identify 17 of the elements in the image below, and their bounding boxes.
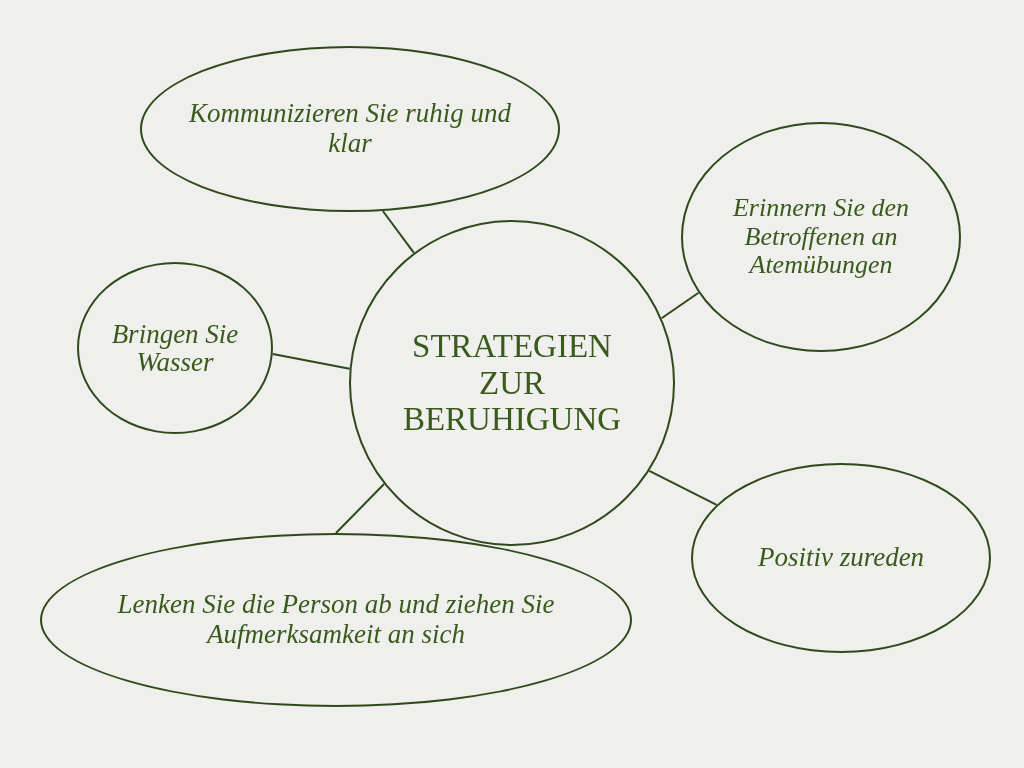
- central-title: STRATEGIEN ZUR BERUHIGUNG: [401, 327, 623, 439]
- connector-line: [335, 483, 386, 534]
- topic-text: Bringen Sie Wasser: [110, 319, 240, 377]
- topic-text: Positiv zureden: [756, 543, 926, 573]
- topic-ellipse: [140, 46, 560, 212]
- connector-line: [271, 353, 351, 370]
- topic-text: Lenken Sie die Person ab und ziehen Sie Aufmerksamkeit an sich: [116, 590, 556, 650]
- topic-ellipse: [691, 463, 991, 653]
- topic-text: Kommunizieren Sie ruhig und klar: [187, 99, 513, 159]
- connector-line: [660, 291, 700, 320]
- topic-ellipse: [77, 262, 273, 434]
- central-circle: [349, 220, 675, 546]
- topic-ellipse: [40, 533, 632, 707]
- connector-line: [648, 469, 718, 506]
- topic-ellipse: [681, 122, 961, 352]
- topic-text: Erinnern Sie den Betroffenen an Atemübungen: [731, 194, 911, 280]
- connector-line: [381, 210, 415, 254]
